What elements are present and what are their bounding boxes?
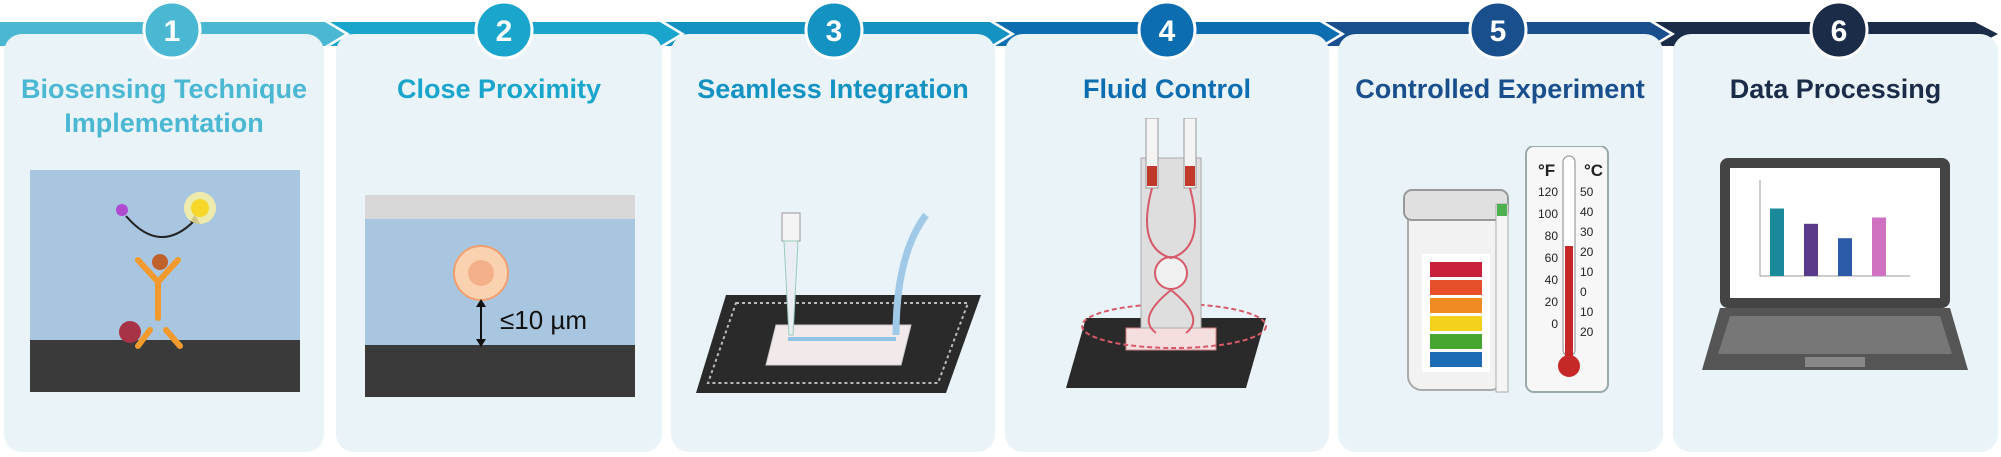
celsius-tick-label: 30 (1580, 225, 1594, 239)
celsius-tick-label: 0 (1580, 285, 1587, 299)
celsius-tick-label: 40 (1580, 205, 1594, 219)
svg-text:1: 1 (164, 15, 181, 48)
fahrenheit-tick-label: 120 (1538, 185, 1558, 199)
chart-bar (1838, 238, 1852, 276)
svg-text:6: 6 (1831, 15, 1848, 48)
test-strip (1495, 203, 1509, 393)
step-title-2: Close Proximity (396, 74, 602, 104)
step-title-5: Controlled Experiment (1355, 74, 1645, 104)
proximity-illustration (365, 195, 635, 397)
strip-color-3 (1430, 298, 1482, 313)
celsius-tick-label: 20 (1580, 245, 1594, 259)
laptop-illustration (1702, 158, 1968, 370)
step-circle-1: 1 (142, 0, 202, 60)
celsius-tick-label: 20 (1580, 325, 1594, 339)
outlet-tube (892, 212, 929, 336)
celsius-tick-label: 10 (1580, 265, 1594, 279)
fahrenheit-tick-label: 100 (1538, 207, 1558, 221)
strip-color-4 (1430, 316, 1482, 331)
strip-color-2 (1430, 280, 1482, 295)
step-circle-3: 3 (804, 0, 864, 60)
strip-color-5 (1430, 334, 1482, 349)
proximity-label: ≤10 µm (500, 305, 588, 335)
fahrenheit-tick-label: 80 (1545, 229, 1559, 243)
fahrenheit-ticks: 120 100 80 60 40 20 0 (1538, 185, 1558, 331)
celsius-ticks: 50 40 30 20 10 0 10 20 (1580, 185, 1594, 339)
step-circle-6: 6 (1809, 0, 1869, 60)
celsius-unit: °C (1584, 161, 1603, 180)
fahrenheit-unit: °F (1538, 161, 1555, 180)
step-number-circles: 1 2 3 4 5 6 (142, 0, 1869, 60)
chart-bar (1872, 217, 1886, 276)
anchor-molecule-icon (119, 321, 141, 343)
svg-text:4: 4 (1159, 15, 1176, 48)
strip-color-1 (1430, 262, 1482, 277)
chart-axes (1759, 180, 1910, 277)
step-title-1: Biosensing Technique Implementation (20, 74, 308, 138)
pipette-tip (781, 212, 801, 242)
step-title-3: Seamless Integration (697, 74, 969, 104)
fahrenheit-tick-label: 60 (1545, 251, 1559, 265)
analyte-icon (116, 204, 128, 216)
reaction-arrow-icon (125, 215, 196, 238)
test-strip-bottle (1403, 189, 1509, 391)
laptop-screen (1730, 168, 1940, 298)
antibody-icon (135, 257, 183, 349)
chart-bar (1770, 208, 1784, 276)
target-molecule-icon (152, 254, 168, 270)
signal-glow-icon (184, 192, 216, 224)
step-circle-2: 2 (474, 0, 534, 60)
fahrenheit-tick-label: 20 (1545, 295, 1559, 309)
substrate (365, 345, 635, 397)
biosensing-illustration (30, 170, 300, 392)
chip-integration-illustration (696, 212, 981, 393)
celsius-tick-label: 10 (1580, 305, 1594, 319)
strip-color-6 (1430, 352, 1482, 367)
fahrenheit-tick-label: 0 (1551, 317, 1558, 331)
svg-text:5: 5 (1490, 15, 1507, 48)
screen-bar-chart (1759, 180, 1910, 277)
step-circle-5: 5 (1468, 0, 1528, 60)
fluid-control-illustration (1066, 118, 1267, 388)
medium-background (30, 170, 300, 340)
microfluidic-device (765, 324, 912, 366)
step-circle-4: 4 (1137, 0, 1197, 60)
svg-text:2: 2 (496, 15, 513, 48)
celsius-tick-label: 50 (1580, 185, 1594, 199)
step-title-4: Fluid Control (1083, 74, 1251, 104)
fahrenheit-tick-label: 40 (1545, 273, 1559, 287)
substrate (30, 340, 300, 392)
step-title-6: Data Processing (1729, 74, 1942, 104)
chart-bar (1804, 223, 1818, 276)
svg-text:3: 3 (826, 15, 843, 48)
